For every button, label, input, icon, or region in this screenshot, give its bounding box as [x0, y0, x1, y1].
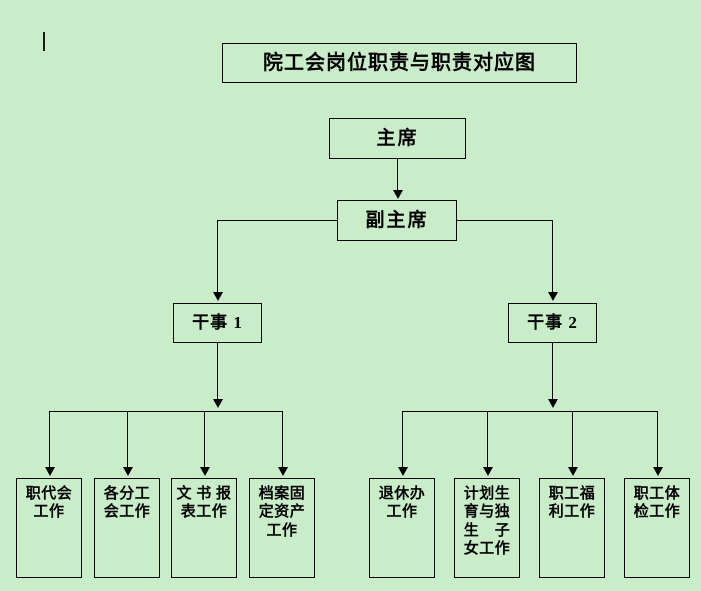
connector-leaf7 [572, 411, 573, 468]
arrowhead-officer2-bus [548, 399, 558, 408]
text-caret [43, 32, 45, 51]
arrowhead-leaf7 [568, 467, 578, 476]
connector-leaf5 [402, 411, 403, 468]
node-officer-2-label: 干事 2 [527, 312, 578, 332]
node-leaf-5-label: 退休办工作 [378, 486, 426, 521]
arrowhead-leaf2 [123, 467, 133, 476]
node-chairman: 主席 [329, 118, 466, 159]
arrowhead-leaf8 [653, 467, 663, 476]
connector-leaf6 [487, 411, 488, 468]
arrowhead-vice-chairman [393, 190, 403, 199]
connector-leaf1 [49, 411, 50, 468]
connector-officer1-drop [217, 343, 218, 400]
arrowhead-officer1 [213, 292, 223, 301]
connector-leaf4 [282, 411, 283, 468]
connector-leaf2 [127, 411, 128, 468]
arrowhead-leaf3 [200, 467, 210, 476]
arrowhead-officer1-bus [213, 399, 223, 408]
connector-vice-right-vertical [552, 220, 553, 293]
connector-officer2-drop [552, 343, 553, 400]
node-leaf-8-label: 职工体检工作 [633, 486, 681, 521]
node-leaf-1-label: 职代会工作 [25, 486, 73, 521]
node-vice-chairman: 副主席 [337, 200, 457, 241]
node-leaf-7-label: 职工福利工作 [548, 486, 596, 521]
node-leaf-5: 退休办工作 [369, 478, 435, 578]
node-leaf-3: 文 书 报表工作 [171, 478, 237, 578]
bus-left [49, 411, 283, 412]
arrowhead-leaf4 [278, 467, 288, 476]
node-leaf-2: 各分工会工作 [94, 478, 160, 578]
arrowhead-officer2 [548, 292, 558, 301]
connector-vice-right-horizontal [456, 220, 553, 221]
node-chairman-label: 主席 [376, 127, 419, 149]
connector-leaf8 [657, 411, 658, 468]
node-officer-1-label: 干事 1 [192, 312, 243, 332]
node-leaf-6-label: 计划生育与独生 子女工作 [463, 486, 511, 557]
node-officer-2: 干事 2 [508, 303, 597, 343]
node-leaf-3-label: 文 书 报表工作 [176, 486, 232, 521]
arrowhead-leaf6 [483, 467, 493, 476]
node-officer-1: 干事 1 [173, 303, 262, 343]
node-leaf-1: 职代会工作 [16, 478, 82, 578]
diagram-title-box: 院工会岗位职责与职责对应图 [222, 43, 577, 83]
node-leaf-8: 职工体检工作 [624, 478, 690, 578]
page-title: 院工会岗位职责与职责对应图 [263, 51, 536, 74]
node-vice-chairman-label: 副主席 [365, 209, 429, 231]
arrowhead-leaf1 [45, 467, 55, 476]
node-leaf-2-label: 各分工会工作 [103, 486, 151, 521]
node-leaf-7: 职工福利工作 [539, 478, 605, 578]
node-leaf-4: 档案固定资产工作 [249, 478, 315, 578]
bus-right [402, 411, 658, 412]
connector-leaf3 [204, 411, 205, 468]
node-leaf-4-label: 档案固定资产工作 [258, 486, 306, 539]
connector-chairman-to-vice [397, 159, 398, 191]
node-leaf-6: 计划生育与独生 子女工作 [454, 478, 520, 578]
connector-vice-left-vertical [217, 220, 218, 293]
arrowhead-leaf5 [398, 467, 408, 476]
connector-vice-left-horizontal [217, 220, 338, 221]
